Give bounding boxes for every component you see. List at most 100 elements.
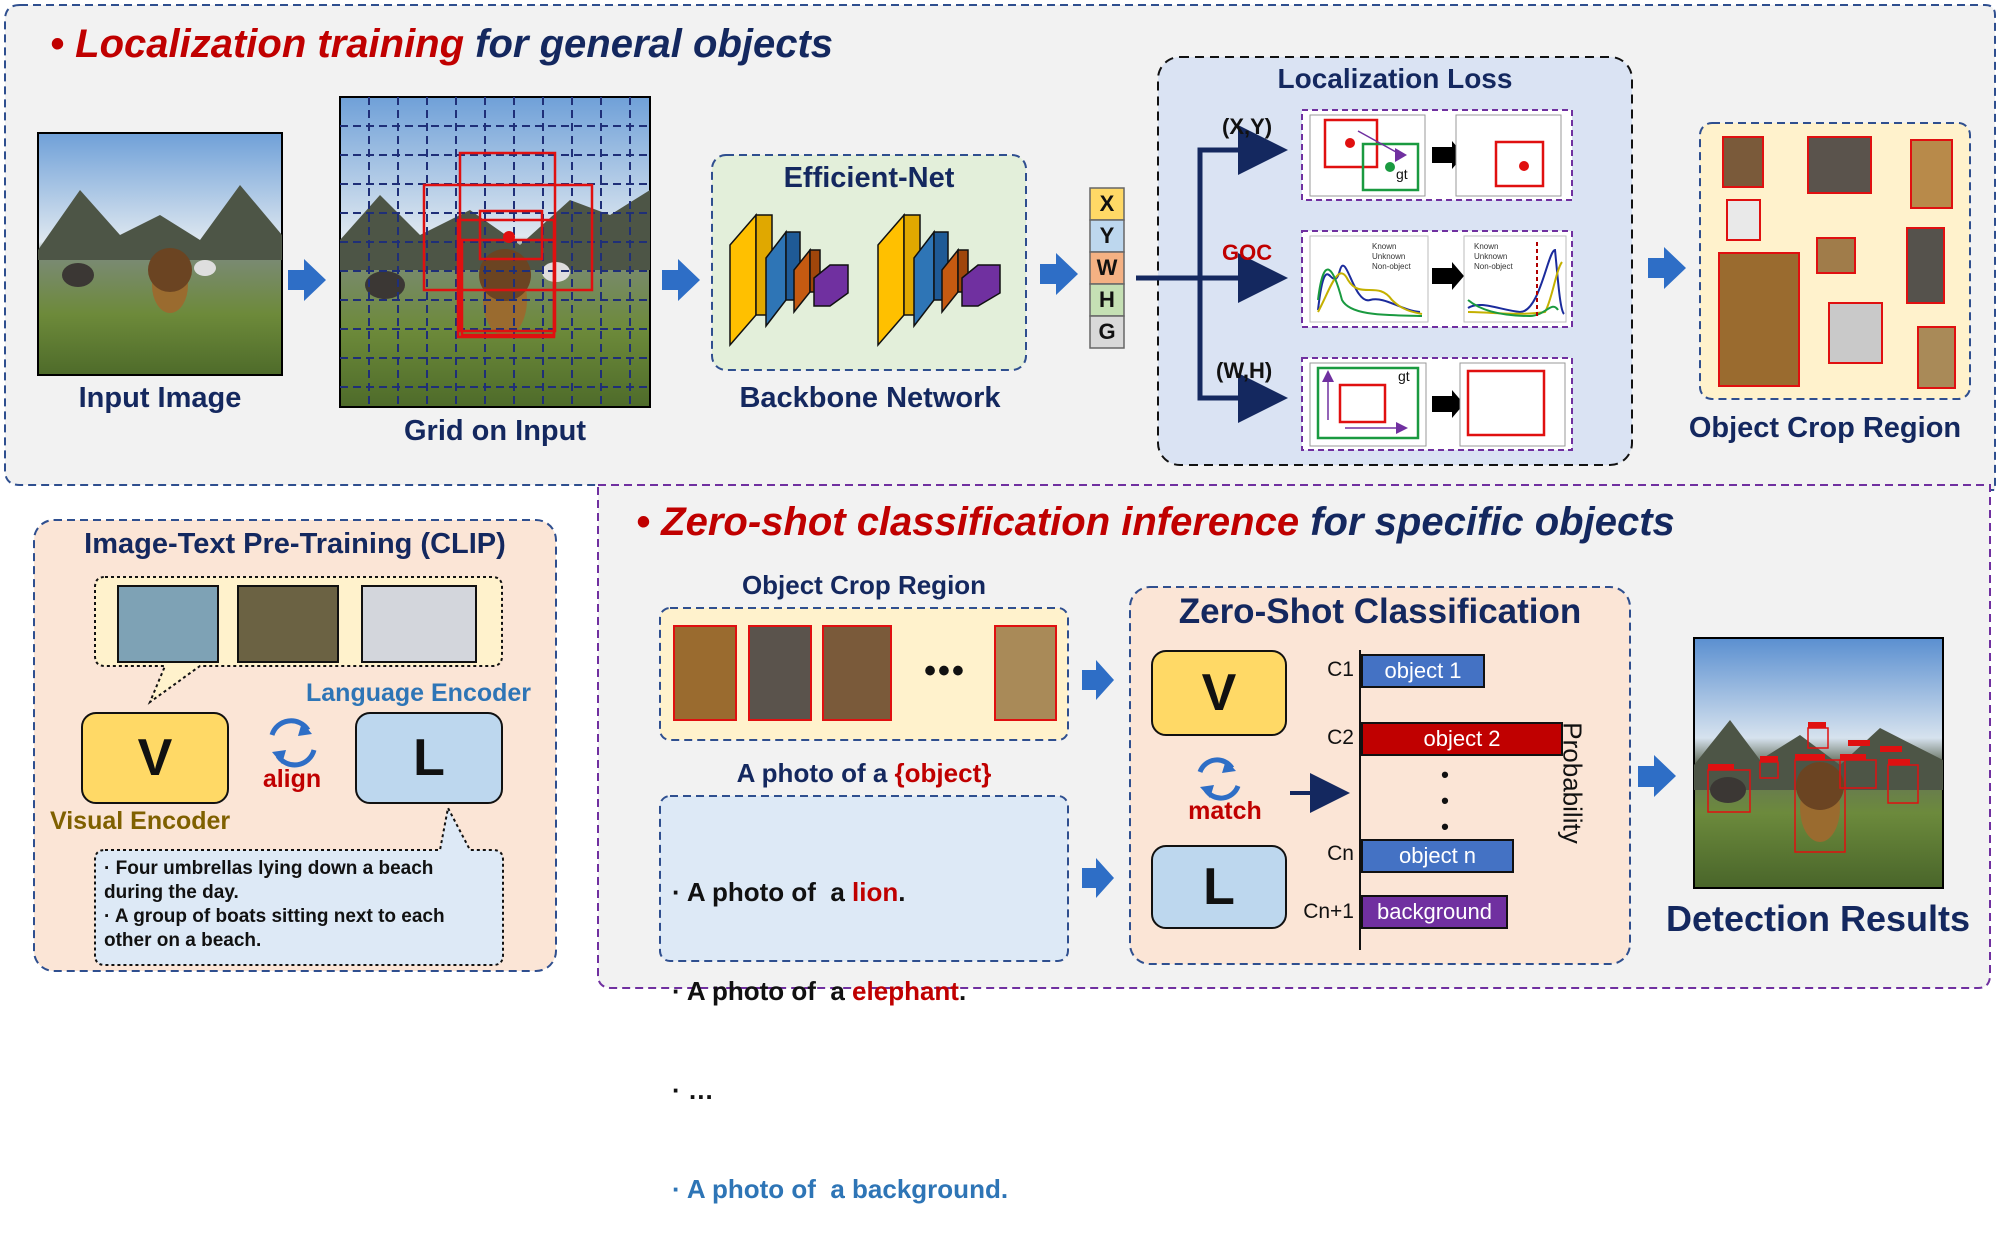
- clip-visual-encoder-box: [81, 712, 229, 804]
- top-title-bullet: •: [50, 22, 65, 66]
- arrow-crop-zs: [1082, 660, 1114, 700]
- bottom-title-red: Zero-shot classification inference: [661, 500, 1300, 544]
- legend-non-object: Non-object: [1372, 262, 1411, 271]
- clip-title: Image-Text Pre-Training (CLIP): [84, 528, 506, 560]
- language-encoder-label: Language Encoder: [306, 679, 532, 707]
- class-bar-2: [1361, 722, 1563, 756]
- clip-language-encoder-box: [355, 712, 503, 804]
- channel-h: H: [1099, 287, 1115, 312]
- clip-caption-bubble: [94, 804, 504, 966]
- bottom-section-title: • Zero-shot classification inference for…: [636, 500, 1675, 545]
- prompt-template: A photo of a {object}: [660, 758, 1068, 789]
- class-bar-4: [1361, 895, 1508, 929]
- detection-results-label: Detection Results: [1665, 898, 1971, 939]
- probability-label: Probability: [1557, 722, 1588, 844]
- class-name-1: object 1: [1384, 658, 1462, 683]
- crop-thumbnails: [1718, 136, 1956, 389]
- output-channel-stack: [1089, 187, 1125, 349]
- zs-l-box: [1151, 845, 1287, 929]
- zs-crop-thumbnails: [673, 625, 1057, 721]
- xy-gt-label: gt: [1396, 166, 1408, 182]
- prompt-suffix: .: [958, 976, 967, 1006]
- loss-branch-lines: [1136, 125, 1288, 423]
- class-bar-1: [1361, 654, 1485, 688]
- prompt-bullet: ·: [672, 877, 687, 907]
- wh-loss-panel: [1301, 357, 1573, 451]
- input-image-label: Input Image: [78, 382, 242, 414]
- zs-match-label: match: [1188, 797, 1262, 825]
- prompt-lion: · A photo of a lion.: [672, 876, 1008, 909]
- class-bar-3: [1361, 839, 1514, 873]
- backbone-label: Backbone Network: [739, 382, 1001, 414]
- zs-l-label: L: [1203, 858, 1235, 916]
- prompt-suffix: .: [898, 877, 906, 907]
- visual-encoder-label: Visual Encoder: [50, 807, 231, 835]
- crop-ellipsis: •••: [924, 652, 966, 690]
- class-label-cn: Cn: [1327, 842, 1354, 865]
- detection-image: [1693, 637, 1944, 889]
- clip-v-label: V: [137, 729, 173, 787]
- backbone-title: Efficient-Net: [783, 162, 955, 194]
- clip-caption-2: · A group of boats sitting next to each …: [104, 906, 445, 951]
- goc-legend-right: Known Unknown Non-object: [1474, 242, 1513, 272]
- zs-title: Zero-Shot Classification: [1178, 592, 1582, 631]
- bottom-title-bullet: •: [636, 500, 651, 544]
- class-vdots: • • •: [1441, 762, 1449, 839]
- zs-v-label: V: [1201, 664, 1237, 722]
- efficientnet-blocks: [729, 212, 1001, 348]
- prompt-prefix: A photo of a: [686, 877, 853, 907]
- backbone-box: [711, 154, 1027, 371]
- zs-v-box: [1151, 650, 1287, 736]
- prompt-template-prefix: A photo of a: [736, 758, 895, 788]
- goc-label: GOC: [1222, 240, 1273, 265]
- arrow-input-grid: [288, 259, 326, 301]
- clip-captions: · Four umbrellas lying down a beach duri…: [104, 857, 496, 953]
- arrow-backbone-out: [1040, 253, 1078, 295]
- channel-y: Y: [1099, 223, 1115, 248]
- class-label-c1: C1: [1327, 658, 1354, 681]
- diagram-canvas: [4, 4, 1996, 989]
- legend-unknown: Unknown: [1372, 252, 1406, 261]
- wh-label: (W,H): [1216, 358, 1273, 383]
- grid-label: Grid on Input: [403, 415, 586, 447]
- channel-w: W: [1096, 255, 1118, 280]
- wh-gt-label: gt: [1398, 368, 1410, 384]
- legend-known-2: Known: [1474, 242, 1499, 251]
- clip-l-label: L: [413, 729, 445, 787]
- goc-legend-left: Known Unknown Non-object: [1372, 242, 1411, 272]
- clip-images: [117, 585, 477, 663]
- class-name-2: object 2: [1423, 726, 1501, 751]
- flow-arrows: [288, 247, 1686, 898]
- prompt-prefix: A photo of a: [686, 976, 853, 1006]
- class-name-background: background: [1377, 899, 1492, 924]
- zs-crop-title: Object Crop Region: [741, 570, 987, 600]
- prompt-bullet: ·: [672, 1174, 687, 1204]
- prompt-bullet: ·: [672, 1075, 688, 1105]
- prompt-word: elephant: [852, 976, 959, 1006]
- class-label-c2: C2: [1327, 726, 1354, 749]
- prompt-list-box: [659, 795, 1069, 962]
- class-bars: [1361, 654, 1563, 929]
- goc-loss-panel: [1301, 230, 1573, 328]
- prompt-background: · A photo of a background.: [672, 1173, 1008, 1206]
- clip-caption-1: · Four umbrellas lying down a beach duri…: [104, 858, 434, 903]
- crop-region-label: Object Crop Region: [1688, 412, 1962, 444]
- bottom-title-blue: for specific objects: [1310, 500, 1675, 544]
- top-section-title: • Localization training for general obje…: [50, 22, 833, 67]
- prompt-word: lion: [852, 877, 899, 907]
- prompt-prefix: …: [687, 1075, 714, 1105]
- prompt-bullet: ·: [672, 976, 687, 1006]
- xy-label: (X,Y): [1222, 114, 1273, 139]
- xy-loss-panel: [1301, 109, 1573, 201]
- class-label-cn1: Cn+1: [1303, 900, 1354, 923]
- top-title-red: Localization training: [75, 22, 465, 66]
- grid-image: [339, 96, 651, 408]
- prompt-prefix: A photo of a background.: [686, 1174, 1009, 1204]
- top-title-blue: for general objects: [475, 22, 834, 66]
- channel-g: G: [1098, 319, 1116, 344]
- arrow-prompts-zs: [1082, 858, 1114, 898]
- prompt-list: · A photo of a lion. · A photo of a elep…: [672, 810, 1008, 1239]
- channel-x: X: [1099, 191, 1115, 216]
- arrow-zs-detection: [1638, 755, 1676, 797]
- probability-label-wrap: Probability: [1552, 718, 1592, 848]
